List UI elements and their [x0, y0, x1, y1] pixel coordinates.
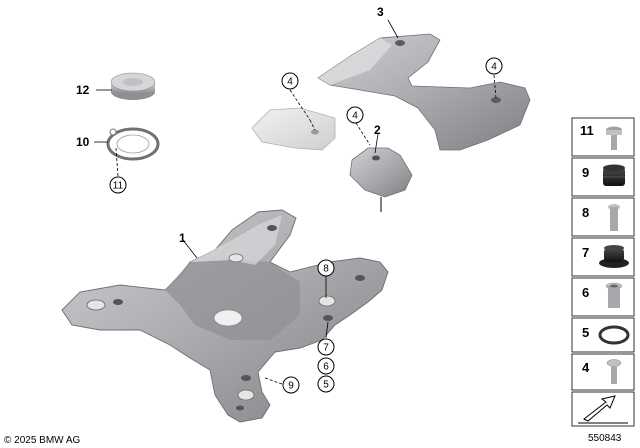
circled-5: 5: [317, 375, 335, 393]
legend-item-7: 7: [571, 237, 635, 277]
circled-8: 8: [317, 259, 335, 277]
rubber-buffer-icon: [599, 245, 629, 268]
svg-text:11: 11: [113, 181, 124, 192]
parts-legend: 11 9 8: [571, 117, 635, 427]
svg-text:9: 9: [582, 165, 589, 180]
arrow-icon: [578, 395, 628, 424]
svg-text:9: 9: [288, 381, 294, 392]
svg-text:4: 4: [582, 360, 590, 375]
legend-item-5: 5: [571, 317, 635, 353]
diagram-number: 550843: [588, 433, 622, 444]
rubber-mount-icon: [603, 164, 625, 186]
svg-text:5: 5: [582, 325, 589, 340]
small-bracket-part-2: [349, 147, 413, 212]
leader-lines: [94, 19, 497, 385]
callout-3: 3: [377, 5, 384, 19]
circled-6: 6: [317, 357, 335, 375]
circled-4-bracket: 4: [485, 57, 503, 75]
svg-text:7: 7: [323, 343, 329, 354]
circled-4-small: 4: [346, 106, 364, 124]
legend-item-8: 8: [571, 197, 635, 237]
svg-text:6: 6: [323, 362, 329, 373]
callout-12: 12: [76, 83, 90, 97]
circled-11: 11: [109, 176, 127, 194]
callout-10: 10: [76, 135, 90, 149]
copyright-text: © 2025 BMW AG: [4, 435, 81, 446]
upper-bracket-part-3: [317, 33, 531, 151]
svg-text:4: 4: [491, 62, 497, 73]
legend-item-11: 11: [571, 117, 635, 157]
legend-item-9: 9: [571, 157, 635, 197]
cover-part: [251, 107, 336, 151]
callout-1: 1: [179, 231, 186, 245]
cap-part-12: [110, 72, 156, 100]
svg-text:11: 11: [580, 123, 594, 138]
gasket-part-10: [106, 127, 160, 161]
svg-text:5: 5: [323, 380, 329, 391]
svg-text:7: 7: [582, 245, 589, 260]
callout-2: 2: [374, 123, 381, 137]
circled-callouts: 4 4 4 11 8 7 6 5: [109, 57, 503, 394]
circled-7: 7: [317, 338, 335, 356]
torx-screw-icon: [606, 126, 622, 150]
screw-icon: [608, 204, 620, 231]
circled-4-cover: 4: [281, 72, 299, 90]
svg-text:8: 8: [582, 205, 589, 220]
svg-text:8: 8: [323, 264, 329, 275]
legend-item-4: 4: [571, 353, 635, 391]
svg-text:6: 6: [582, 285, 589, 300]
bushing-icon: [605, 282, 623, 308]
circled-9: 9: [282, 376, 300, 394]
main-carrier-part-1: [61, 209, 389, 423]
screw-icon: [606, 359, 622, 384]
svg-text:4: 4: [287, 77, 293, 88]
o-ring-icon: [598, 325, 630, 345]
callout-labels: 3 2 1 12 10: [76, 5, 384, 245]
legend-arrow-box: [571, 391, 635, 427]
legend-item-6: 6: [571, 277, 635, 317]
svg-text:4: 4: [352, 111, 358, 122]
